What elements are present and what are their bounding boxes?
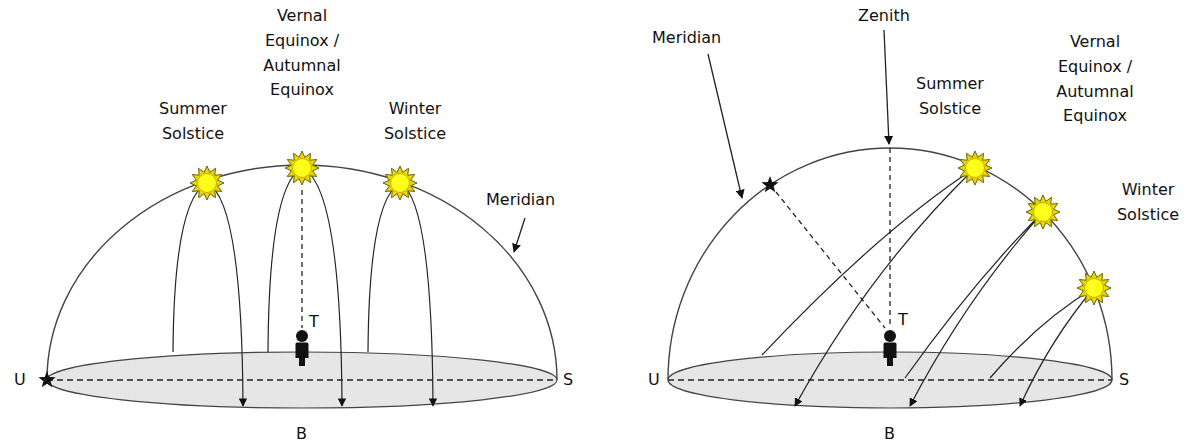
equinox-label: Vernal Equinox / Autumnal Equinox [1045, 30, 1145, 129]
observer-label: T [898, 312, 908, 328]
observer-label: T [309, 314, 319, 330]
equinox-label: Vernal Equinox / Autumnal Equinox [252, 4, 352, 103]
zenith-label: Zenith [858, 8, 910, 24]
meridian-label: Meridian [486, 192, 555, 208]
solstice-label: Winter Solstice [370, 97, 460, 147]
direction-label: B [296, 426, 307, 442]
solstice-label: Summer Solstice [148, 97, 238, 147]
direction-label: S [1119, 372, 1129, 388]
right-sphere [668, 30, 1112, 408]
direction-label: U [14, 372, 26, 388]
direction-label: S [563, 372, 573, 388]
direction-label: B [884, 426, 895, 442]
solstice-label: Winter Solstice [1105, 178, 1191, 228]
direction-label: U [648, 372, 660, 388]
left-sphere [38, 151, 557, 408]
solstice-label: Summer Solstice [905, 72, 995, 122]
meridian-label: Meridian [652, 30, 721, 46]
